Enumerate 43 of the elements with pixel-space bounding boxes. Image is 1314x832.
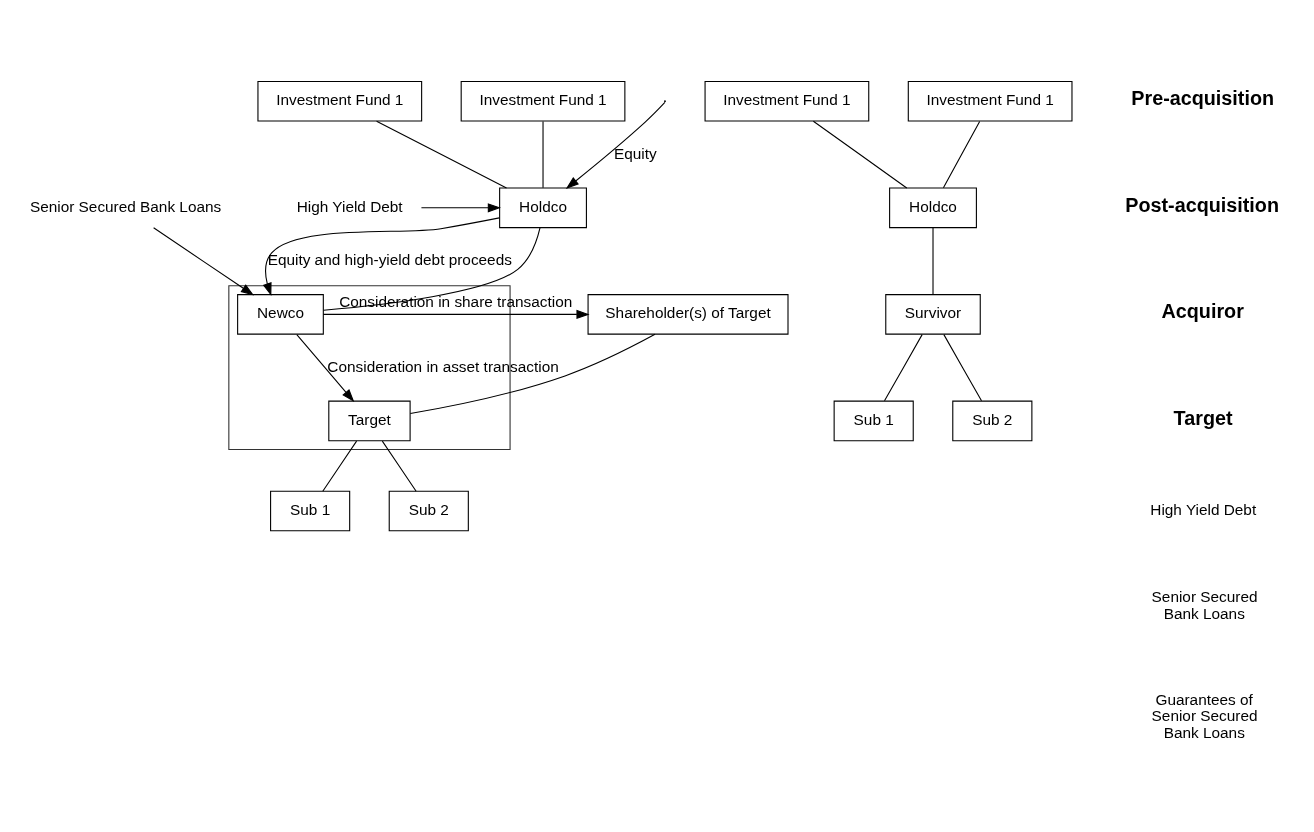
arrow: [153, 227, 255, 296]
node-box: Sub 2: [952, 400, 1033, 442]
node-box: Investment Fund 1: [257, 80, 423, 122]
arrow: [565, 101, 666, 189]
arrow: [322, 309, 590, 319]
arrow: [420, 203, 501, 213]
connector: [812, 120, 908, 189]
node-box: Sub 1: [270, 490, 351, 532]
node-box: Target: [328, 400, 411, 442]
node-box: Newco: [237, 294, 324, 335]
node-box: Survivor: [885, 294, 981, 335]
connector: [376, 120, 508, 189]
connector: [322, 440, 358, 492]
edge-label: Equity: [613, 144, 657, 162]
node-box: Holdco: [889, 187, 977, 229]
connector: [542, 120, 544, 189]
node-box: Sub 1: [833, 400, 914, 442]
connector: [932, 227, 934, 295]
label: Guarantees of Senior Secured Bank Loans: [1151, 690, 1258, 741]
node-text: High Yield Debt: [296, 197, 403, 215]
arrow: [296, 334, 355, 403]
node-text: Senior Secured Bank Loans: [29, 197, 222, 215]
connector: [323, 227, 541, 311]
connector: [381, 440, 417, 492]
arrow: [262, 217, 500, 297]
label: Pre-acquisition: [1131, 87, 1275, 109]
edge-label: Equity and high-yield debt proceeds: [267, 251, 512, 269]
node-box: Investment Fund 1: [907, 80, 1073, 122]
node-box: Investment Fund 1: [704, 80, 870, 122]
node-box: Holdco: [499, 187, 587, 229]
connector: [883, 334, 923, 402]
connector: [943, 334, 983, 402]
label: Target: [1173, 406, 1233, 429]
label: Post-acquisition: [1125, 193, 1280, 216]
edge-label: Consideration in asset transaction: [327, 357, 559, 375]
node-box: Investment Fund 1: [460, 80, 626, 122]
label: Senior Secured Bank Loans: [1151, 588, 1258, 622]
node-box: Shareholder(s) of Target: [587, 294, 789, 335]
connector: [409, 333, 656, 415]
label: High Yield Debt: [1150, 501, 1257, 519]
node-box: Sub 2: [388, 490, 469, 532]
label: Acquiror: [1161, 300, 1244, 323]
connector: [942, 120, 981, 189]
